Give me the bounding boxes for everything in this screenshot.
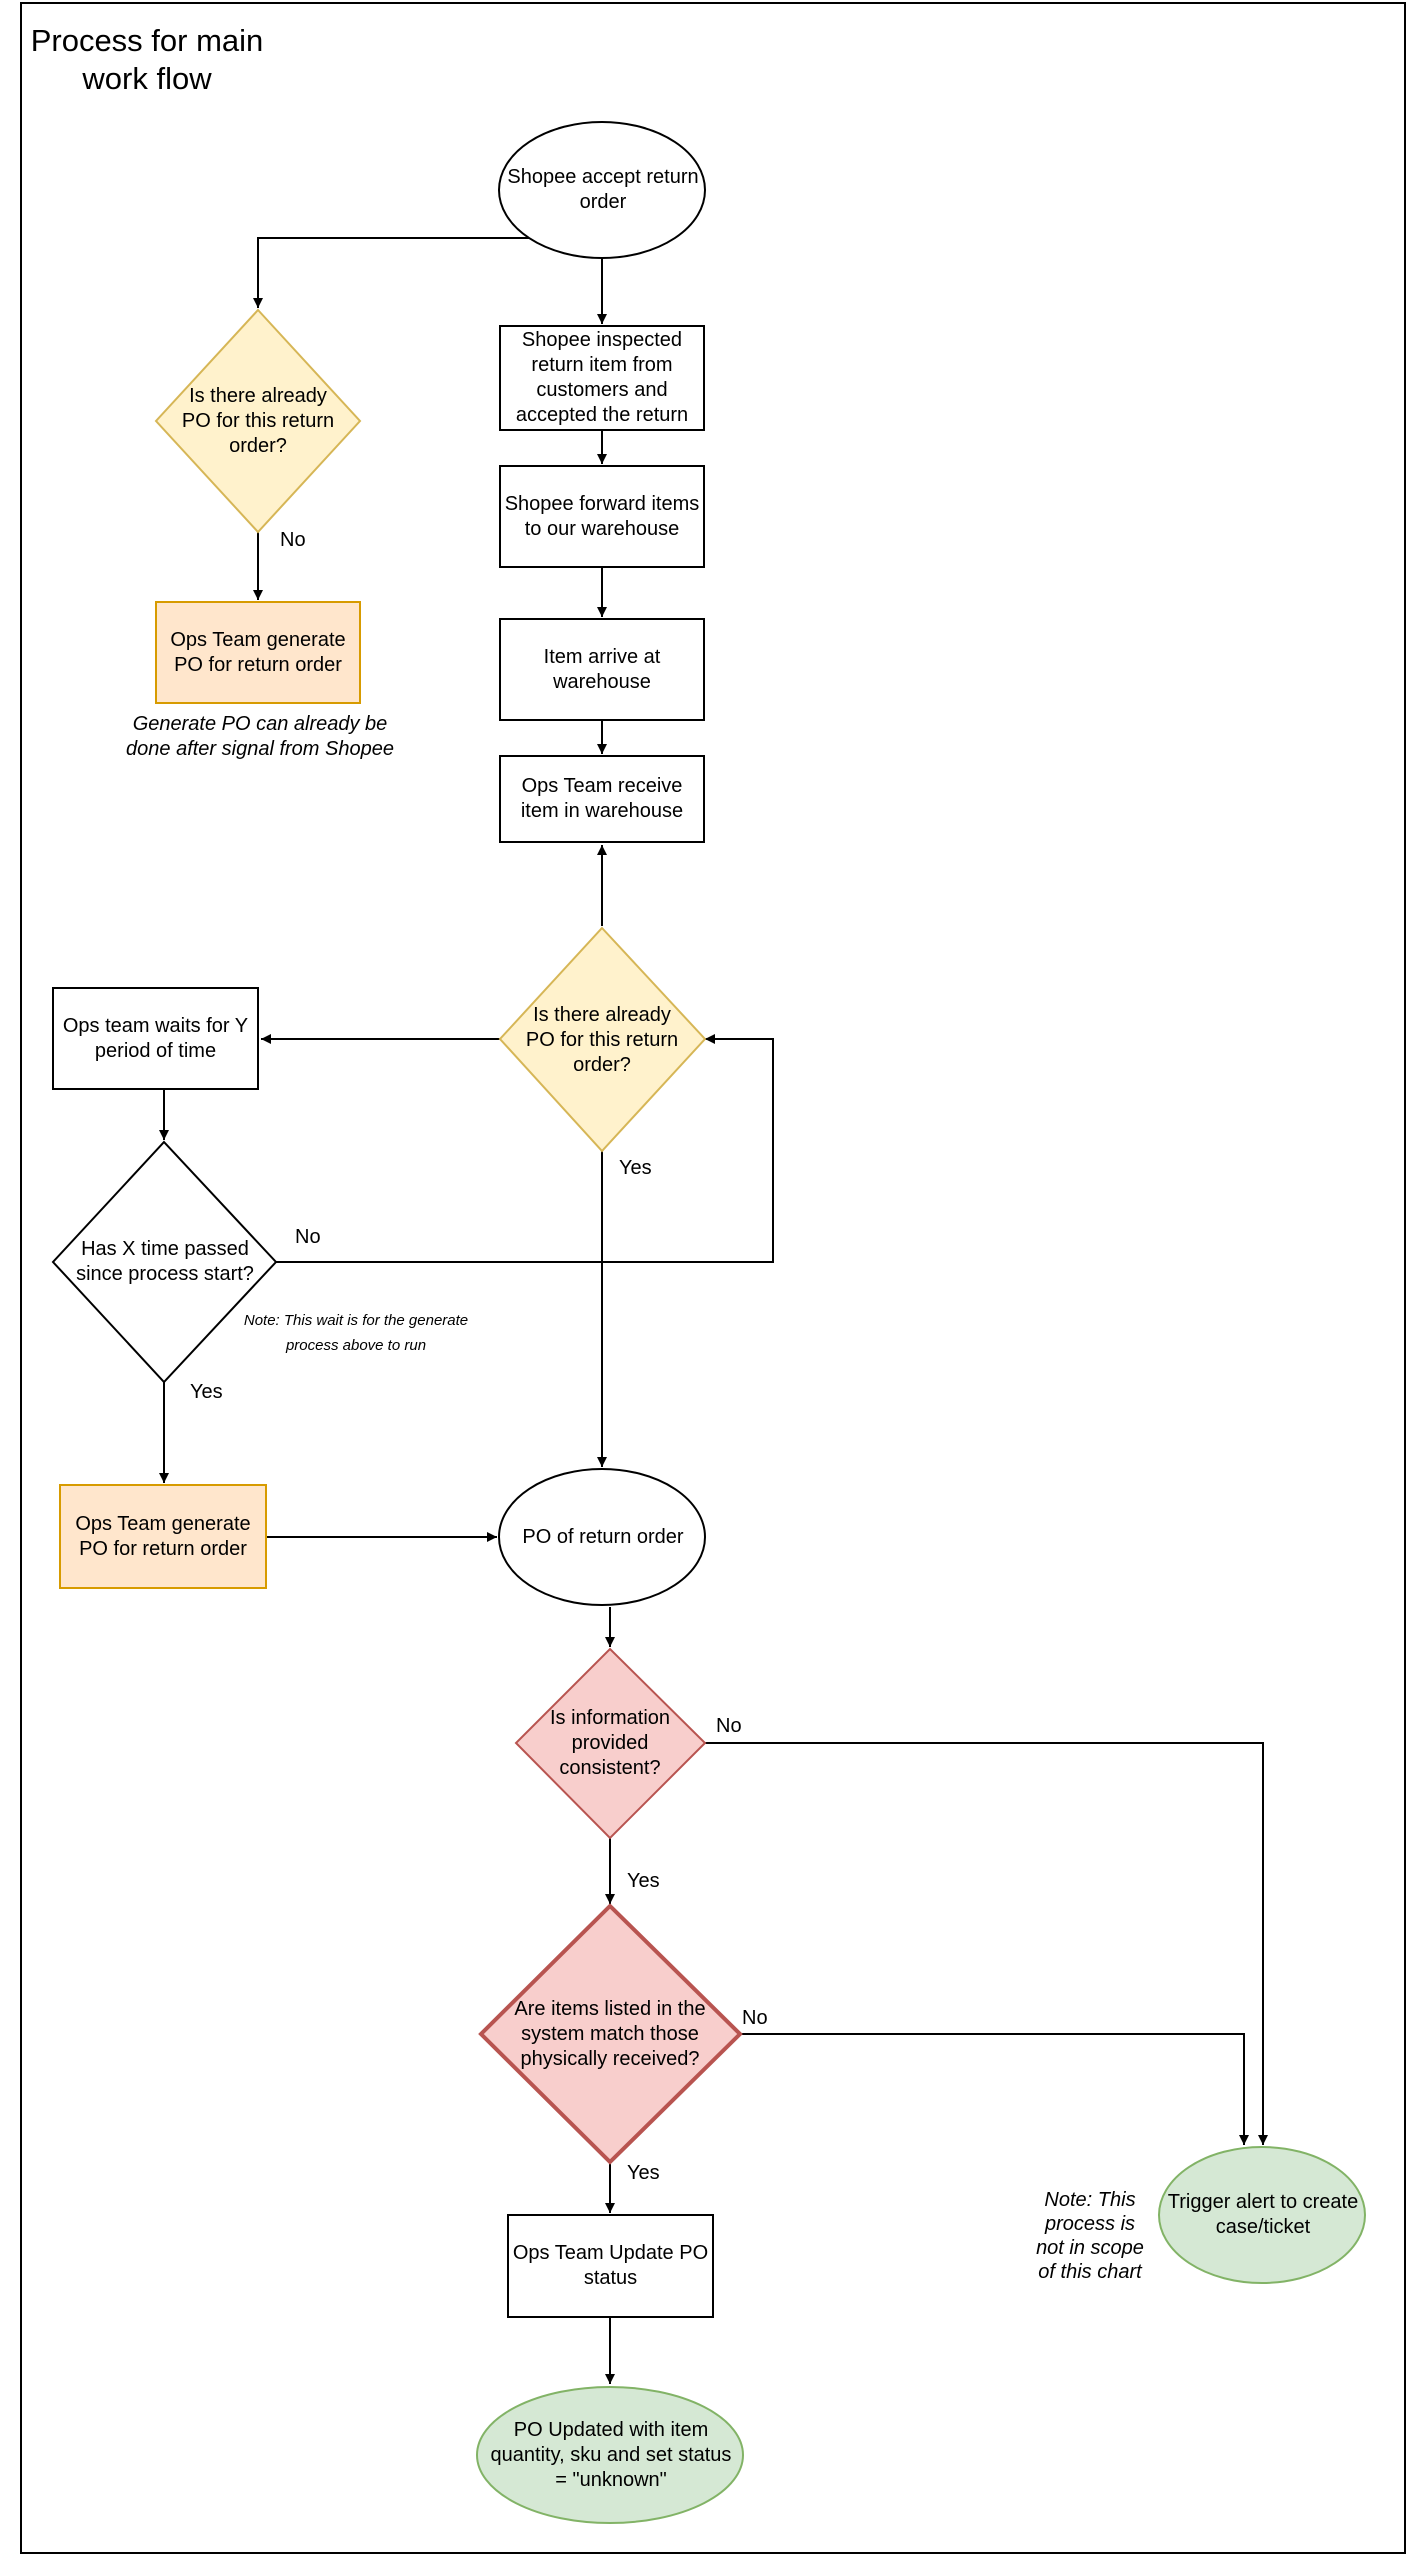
shape-ops-update [507,2214,714,2318]
node-item-arrive: Item arrive at warehouse [543,645,661,693]
node-trigger-alert: Trigger alert to create case/ticket [1167,2191,1359,2238]
shape-x-time-passed [51,1140,278,1384]
node-ops-receive: Ops Team receive item in warehouse [520,775,684,822]
edge-label-mid-yes: Yes [619,1157,652,1179]
shape-items-match [478,1903,743,2165]
diagram-title: Process for main work flow [30,23,264,96]
edge-label-top-no: No [280,529,306,551]
node-po-updated: PO Updated with item quantity, sku and s… [490,2418,732,2491]
node-info-consistent: Is information provided consistent? [549,1706,671,1779]
shape-ops-generate-top [155,601,361,704]
edge-accept-to-top-decision [253,237,530,308]
edge-label-info-no: No [716,1715,742,1737]
shape-po-return [498,1468,706,1606]
shape-ops-receive [499,755,705,843]
node-ops-generate-bottom: Ops Team generate PO for return order [75,1512,251,1560]
node-x-time-passed: Has X time passed since process start? [76,1238,254,1285]
edge-label-info-yes: Yes [627,1870,660,1892]
node-shopee-accept: Shopee accept return order [507,166,699,213]
edge-info-no-to-alert [705,1742,1268,2145]
node-po-exists-mid: Is there already PO for this return orde… [525,1003,679,1076]
node-ops-update: Ops Team Update PO status [512,2242,709,2289]
node-ops-wait: Ops team waits for Y period of time [62,1014,249,1062]
shape-ops-generate-bottom [59,1484,267,1589]
edge-label-x-yes: Yes [190,1381,223,1403]
note-scope: Note: This process is not in scope of th… [1036,2189,1144,2283]
note-wait: Note: This wait is for the generate proc… [243,1312,469,1354]
node-po-exists-top: Is there already PO for this return orde… [181,384,335,457]
edge-label-match-yes: Yes [627,2162,660,2184]
shape-shopee-inspected [499,325,705,431]
node-items-match: Are items listed in the system match tho… [514,1997,706,2070]
node-shopee-forward: Shopee forward items to our warehouse [504,492,700,540]
edge-label-match-no: No [742,2007,768,2029]
shape-shopee-forward [499,465,705,568]
edge-match-no-to-alert [740,2033,1249,2145]
shape-info-consistent [514,1647,707,1840]
shape-trigger-alert [1158,2146,1366,2284]
shape-ops-wait [52,987,259,1090]
edge-label-x-no: No [295,1226,321,1248]
shape-po-updated [476,2386,744,2524]
diagram-frame [20,2,1406,2554]
node-po-return: PO of return order [522,1525,684,1548]
node-shopee-inspected: Shopee inspected return item from custom… [515,329,689,426]
shape-po-exists-top [154,308,362,534]
shape-shopee-accept [498,121,706,259]
shape-item-arrive [499,618,705,721]
shape-po-exists-mid [498,926,707,1153]
node-ops-generate-top: Ops Team generate PO for return order [170,628,346,676]
edge-x-no-loop [276,1034,774,1263]
note-generate-po: Generate PO can already be done after si… [126,713,394,760]
